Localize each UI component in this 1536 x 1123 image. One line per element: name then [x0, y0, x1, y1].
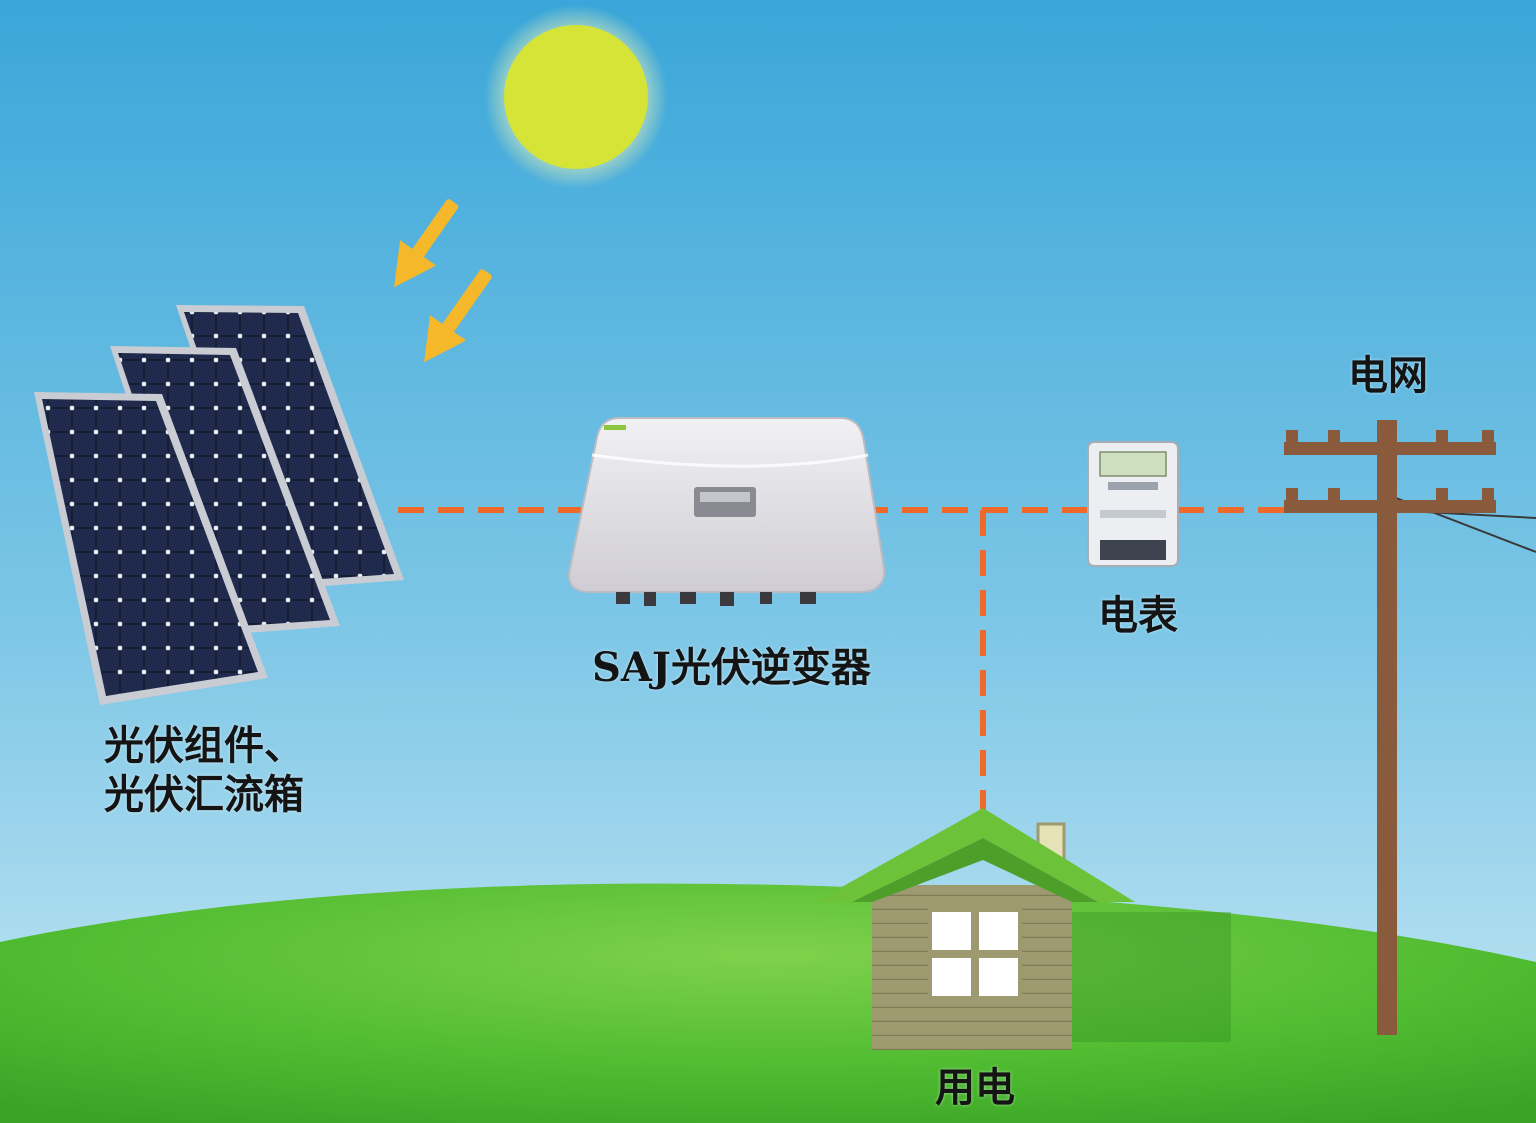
sun-icon: [484, 5, 668, 189]
label-grid: 电网: [1348, 352, 1428, 399]
solar-panel-icon: [34, 305, 404, 705]
utility-pole-icon: [1284, 420, 1536, 1035]
house-icon: [815, 808, 1231, 1050]
sun-ray-arrow-icon: [394, 199, 492, 363]
label-pv-modules: 光伏组件、 光伏汇流箱: [104, 722, 304, 820]
ground-hill: [0, 883, 1536, 1123]
inverter-icon: [568, 417, 886, 606]
label-meter: 电表: [1098, 592, 1178, 639]
label-pv-modules-line-2: 光伏汇流箱: [104, 770, 304, 818]
label-pv-modules-line-1: 光伏组件、: [104, 722, 304, 769]
house-roof: [815, 808, 1135, 902]
house-window-icon: [928, 908, 1022, 1000]
label-household: 用电: [935, 1064, 1015, 1111]
label-inverter: SAJ光伏逆变器: [592, 644, 871, 691]
solar-panel-front: [34, 392, 268, 705]
electric-meter-icon: [1087, 441, 1179, 567]
